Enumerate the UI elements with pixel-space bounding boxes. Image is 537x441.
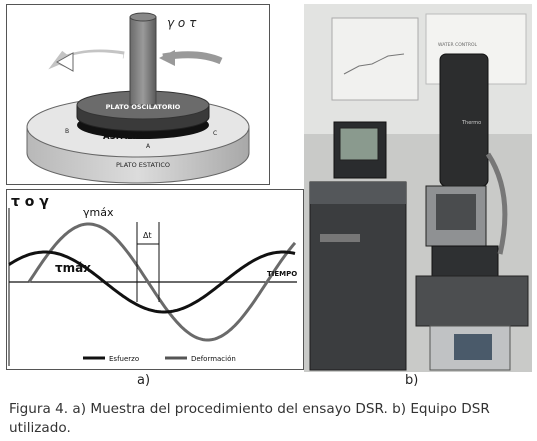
figure-caption: Figura 4. a) Muestra del procedimiento d… — [9, 401, 490, 436]
rotation-arrow-right-head — [159, 50, 175, 66]
instrument-brand: Thermo — [461, 120, 481, 126]
oscillating-plate-label: PLATO OSCILATORIO — [106, 103, 181, 111]
point-b-label: B — [65, 128, 69, 135]
poster-text: WATER CONTROL — [438, 42, 478, 48]
tau-max-label: τmáx — [55, 261, 91, 275]
keypad-screen — [454, 334, 492, 360]
deformation-curve — [27, 222, 297, 342]
point-a-label: A — [146, 143, 151, 150]
rheometer-column — [431, 245, 499, 277]
point-c-label: C — [213, 130, 217, 137]
legend-stress-label: Esfuerzo — [109, 355, 139, 363]
rheometer-base — [415, 275, 529, 327]
rheometer-sample-area — [436, 194, 476, 230]
y-axis-label: τ o γ — [11, 194, 49, 210]
top-symbol-label: γ o τ — [167, 16, 197, 30]
rotation-arrow-left-head — [55, 52, 74, 72]
tube — [485, 152, 508, 255]
waveform-drawing: τ o γ γmáx τmáx Δt TIEMPO Esfuerzo Defor… — [8, 194, 297, 366]
time-axis-label: TIEMPO — [267, 270, 297, 278]
delta-t-label: Δt — [143, 231, 152, 240]
water-bath-top — [310, 182, 406, 204]
dsr-equipment-illustration: WATER CONTROL Thermo — [304, 4, 532, 372]
panel-a-label: a) — [137, 373, 151, 388]
poster-left — [331, 17, 419, 101]
waveform-panel: τ o γ γmáx τmáx Δt TIEMPO Esfuerzo Defor… — [6, 189, 304, 370]
panel-b-label: b) — [405, 373, 419, 388]
shaft-top — [129, 12, 157, 22]
controller-screen — [339, 127, 379, 161]
poster-plot — [343, 53, 405, 75]
asphalt-label: ASFALTO — [103, 132, 144, 142]
water-bath-badge — [320, 234, 360, 242]
stress-curve — [8, 250, 296, 314]
gamma-max-label: γmáx — [83, 206, 114, 219]
water-bath-unit — [309, 181, 407, 371]
static-plate-label: PLATO ESTATICO — [116, 161, 170, 169]
dsr-schematic-drawing: γ o τ PLATO OSCILATORIO ASFALTO PLATO ES… — [26, 12, 250, 184]
dsr-equipment-photo: WATER CONTROL Thermo — [304, 4, 532, 372]
shaft — [129, 16, 157, 106]
legend-deformation-label: Deformación — [191, 355, 236, 363]
dsr-schematic-panel: γ o τ PLATO OSCILATORIO ASFALTO PLATO ES… — [6, 4, 270, 185]
